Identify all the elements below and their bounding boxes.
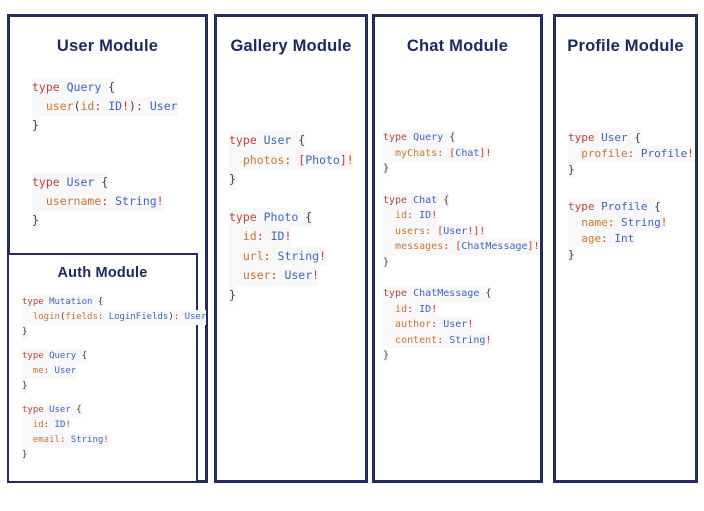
profile-module-title: Profile Module (567, 37, 684, 55)
auth-module-title: Auth Module (57, 265, 148, 281)
chat-module-code: type Query { myChats: [Chat]!}type Chat … (375, 130, 540, 364)
panel-profile-module: Profile Module type User { profile: Prof… (553, 14, 698, 483)
user-module-code: type Query { user(id: ID!): User}type Us… (10, 78, 205, 230)
gallery-module-code: type User { photos: [Photo]!}type Photo … (217, 131, 365, 305)
profile-module-code: type User { profile: Profile!}type Profi… (568, 130, 694, 263)
panel-auth-module: Auth Module type Mutation { login(fields… (7, 253, 207, 483)
chat-module-title: Chat Module (406, 37, 509, 55)
gallery-module-title: Gallery Module (230, 37, 352, 55)
panel-gallery-module: Gallery Module type User { photos: [Phot… (214, 14, 368, 483)
panel-chat-module: Chat Module type Query { myChats: [Chat]… (372, 14, 543, 483)
user-module-title: User Module (56, 37, 159, 55)
auth-module-code: type Mutation { login(fields: LoginField… (9, 295, 207, 463)
